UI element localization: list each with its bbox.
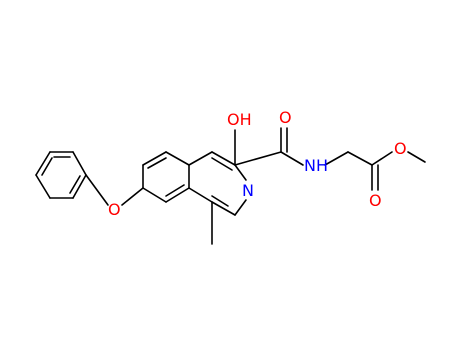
bond <box>234 199 247 216</box>
bond-ester-o <box>371 151 393 166</box>
double-bond-inner <box>69 175 81 194</box>
double-bond-inner <box>165 184 185 197</box>
label-hydroxyl: OH <box>227 110 252 129</box>
bond <box>142 187 167 203</box>
phenyl-ring <box>35 151 87 199</box>
bond <box>188 151 213 166</box>
bond <box>35 151 51 176</box>
double-bond-inner <box>211 157 233 171</box>
bond <box>165 151 190 166</box>
bond-amide-n <box>280 151 304 166</box>
bond <box>188 187 213 203</box>
label-amide-oxygen: O <box>279 108 292 127</box>
bond-ch2 <box>324 151 349 166</box>
label-ester-carbonyl-oxygen: O <box>369 191 382 210</box>
bond-ether-isoquinoline <box>121 187 144 206</box>
bond <box>72 174 87 199</box>
bond-ether-phenyl <box>85 174 109 206</box>
double-bond-inner <box>147 157 167 169</box>
bond-ester-carbon <box>347 151 373 166</box>
benzo-ring <box>142 151 190 203</box>
double-bond-inner <box>211 195 229 207</box>
bond <box>211 151 236 166</box>
bond <box>234 164 247 181</box>
bond <box>35 174 51 199</box>
bond <box>72 151 87 176</box>
label-ether-oxygen: O <box>108 200 121 219</box>
double-bond-inner <box>41 157 53 176</box>
label-ring-nitrogen: N <box>242 181 254 200</box>
bond <box>211 201 236 216</box>
pyridine-ring <box>188 151 247 216</box>
bond-amide-carbon <box>234 151 282 166</box>
bond-methoxy <box>407 151 426 163</box>
bond <box>142 151 167 166</box>
label-ester-oxygen: O <box>394 139 407 158</box>
label-amide-nh: NH <box>304 156 328 175</box>
bond <box>165 187 190 203</box>
